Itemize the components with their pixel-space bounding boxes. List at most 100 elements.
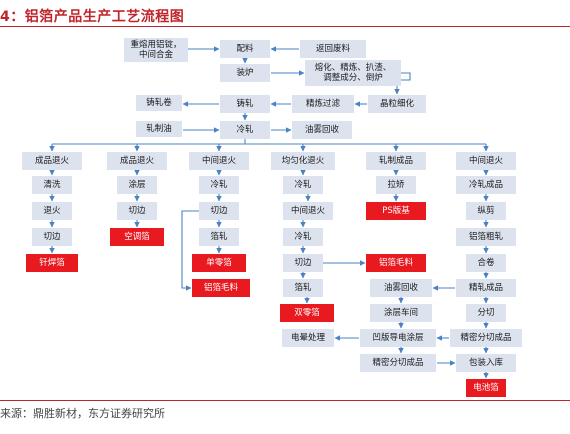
node-n-roll-coil: 铸轧卷 (136, 95, 182, 111)
node-label: 中间退火 (291, 205, 326, 216)
node-label: 成品退火 (120, 155, 155, 166)
node-label: 精密分切成品 (372, 357, 423, 368)
node-label: 分切 (477, 308, 494, 318)
node-n-filter: 精炼过滤 (292, 95, 354, 113)
node-label: 中间退火 (469, 155, 504, 166)
node-box (466, 202, 506, 220)
node-label: 晶粒细化 (380, 98, 415, 109)
node-n-melt: 熔化、精炼、扒渣、调整成分、倒炉 (305, 60, 401, 86)
source-note: 来源：鼎胜新材，东方证券研究所 (0, 407, 165, 420)
node-b-corona: 电晕处理 (282, 329, 334, 347)
node-box (192, 254, 246, 272)
node-label: 冷轧 (236, 124, 254, 135)
node-label: 铝箔毛料 (379, 257, 414, 268)
node-label: 钎焊箔 (39, 257, 65, 268)
node-box (282, 329, 334, 347)
node-c1-b: 清洗 (32, 176, 72, 194)
node-b-coat: 涂层车间 (370, 304, 432, 322)
node-box (136, 121, 182, 137)
node-box (271, 152, 335, 170)
node-label: 箔轧 (294, 282, 312, 293)
node-box (117, 176, 157, 194)
node-c5-b: 拉矫 (376, 176, 416, 194)
node-box (110, 228, 164, 246)
node-label: 成品退火 (35, 155, 70, 166)
node-box (107, 152, 167, 170)
node-label: 铝箔粗轧 (469, 231, 504, 242)
node-c6-a: 中间退火 (456, 152, 516, 170)
node-c5-c: PS版基 (366, 202, 426, 220)
node-box (220, 40, 270, 58)
node-label: 切边 (43, 231, 61, 242)
node-label: 切边 (128, 205, 146, 216)
node-label: 调整成分、倒炉 (323, 72, 383, 83)
node-box (456, 354, 516, 372)
node-c4-d: 冷轧 (283, 228, 323, 246)
node-label: 涂层 (128, 179, 145, 190)
node-box (124, 38, 188, 62)
node-box (466, 254, 506, 272)
node-n-mix: 配料 (220, 40, 270, 58)
node-b-precise: 精密分切成品 (360, 354, 436, 372)
node-n-oil: 轧制油 (136, 121, 182, 137)
node-box (280, 304, 334, 322)
node-box (220, 121, 270, 139)
node-c2-a: 成品退火 (107, 152, 167, 170)
node-box (456, 228, 516, 246)
node-label: 涂层车间 (384, 307, 418, 318)
node-label: 精密分切成品 (460, 332, 511, 343)
node-box (283, 202, 333, 220)
connector-lines (49, 46, 489, 379)
node-b-concave: 凹版导电涂层 (360, 329, 436, 347)
node-label: 切边 (294, 257, 312, 268)
node-label: 退火 (43, 205, 61, 216)
node-box (26, 254, 78, 272)
node-label: 装炉 (236, 67, 253, 78)
node-c6-j: 电池箔 (466, 379, 506, 397)
node-c1-e: 钎焊箔 (26, 254, 78, 272)
node-n-grain: 晶粒细化 (368, 95, 426, 113)
node-label: 铸轧卷 (146, 97, 172, 108)
node-box (360, 329, 436, 347)
node-c4-a: 均匀化退火 (271, 152, 335, 170)
node-box (199, 202, 239, 220)
node-box (136, 95, 182, 111)
node-box (292, 95, 354, 113)
node-box (292, 121, 352, 139)
node-label: 冷轧 (294, 231, 312, 242)
node-box (189, 152, 249, 170)
node-label: 中间合金 (139, 49, 174, 60)
node-box (32, 228, 72, 246)
node-c6-b: 冷轧成品 (456, 176, 516, 194)
node-label: 冷轧 (210, 179, 228, 190)
connector (181, 210, 199, 291)
node-c4-c: 中间退火 (283, 202, 333, 220)
node-n-cast: 铸轧 (220, 95, 270, 113)
node-label: 冷轧成品 (469, 179, 503, 190)
node-c6-g: 分切 (466, 304, 506, 322)
node-n-furnace: 装炉 (220, 64, 270, 82)
node-c3-a: 中间退火 (189, 152, 249, 170)
node-label: 返回废料 (316, 43, 351, 54)
node-c3-e: 单零箔 (192, 254, 246, 272)
node-b-mist: 油雾回收 (370, 279, 432, 297)
node-n-cold: 冷轧 (220, 121, 270, 139)
node-box (199, 176, 239, 194)
node-label: 配料 (236, 43, 254, 54)
node-c4-g: 双零箔 (280, 304, 334, 322)
node-box (283, 279, 323, 297)
node-c1-a: 成品退火 (22, 152, 82, 170)
node-label: 精炼过滤 (306, 98, 341, 109)
node-box (199, 228, 239, 246)
node-box (360, 354, 436, 372)
node-c6-h: 精密分切成品 (450, 329, 522, 347)
node-label: 重熔用铝锭， (130, 39, 181, 50)
node-label: 切边 (210, 205, 228, 216)
node-label: 空调箔 (124, 231, 150, 242)
node-label: 精轧成品 (469, 282, 503, 293)
node-label: 拉矫 (387, 179, 405, 190)
node-n-raw: 重熔用铝锭，中间合金 (124, 38, 188, 62)
node-label: 熔化、精炼、扒渣、 (315, 62, 392, 73)
node-label: 铝箔毛料 (204, 282, 239, 293)
